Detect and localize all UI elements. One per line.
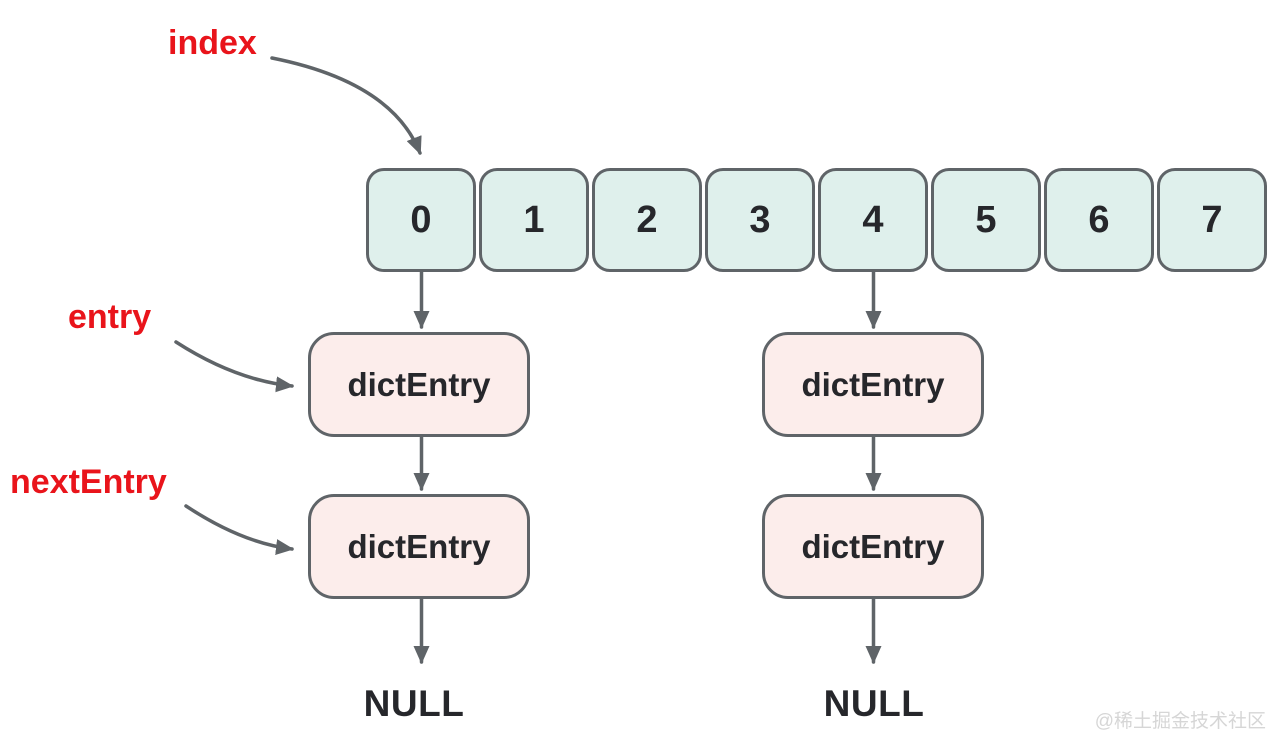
- dictentry-box-chain0-node0: dictEntry: [308, 332, 530, 437]
- null-terminal-chain0: NULL: [363, 683, 465, 724]
- null-terminal-chain1: NULL: [823, 683, 925, 724]
- dictentry-box-chain0-node1: dictEntry: [308, 494, 530, 599]
- bucket-cell-6: 6: [1044, 168, 1154, 272]
- bucket-cell-3: 3: [705, 168, 815, 272]
- entry-label: entry: [68, 298, 152, 336]
- bucket-cell-4: 4: [818, 168, 928, 272]
- dictentry-box-chain1-node0: dictEntry: [762, 332, 984, 437]
- bucket-array: 0 1 2 3 4 5 6 7: [366, 168, 1267, 272]
- index-pointer-arrow: [270, 56, 422, 155]
- bucket-cell-5: 5: [931, 168, 1041, 272]
- bucket-cell-0: 0: [366, 168, 476, 272]
- dictentry-box-chain1-node1: dictEntry: [762, 494, 984, 599]
- entry-pointer-arrow: [174, 340, 294, 393]
- bucket-cell-1: 1: [479, 168, 589, 272]
- nextentry-pointer-arrow: [184, 504, 294, 556]
- index-label: index: [168, 24, 257, 62]
- watermark-text: @稀土掘金技术社区: [1094, 711, 1266, 732]
- bucket-cell-7: 7: [1157, 168, 1267, 272]
- nextentry-label: nextEntry: [10, 463, 167, 501]
- bucket-cell-2: 2: [592, 168, 702, 272]
